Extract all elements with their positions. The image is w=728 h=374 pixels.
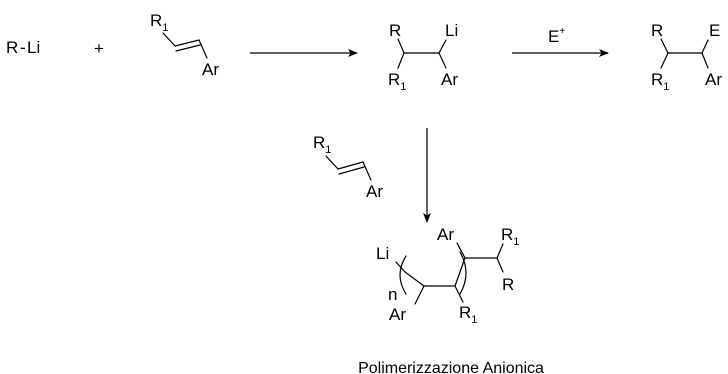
polymer-n: n	[388, 285, 397, 304]
monomer-double-bond-2	[338, 166, 365, 175]
polymer-bond-r-end	[496, 257, 504, 273]
adduct-bond-r	[397, 38, 405, 54]
propagation-monomer: R1 Ar	[313, 133, 383, 201]
monomer-bond-ar	[362, 161, 372, 181]
scheme-caption: Polimerizzazione Anionica	[358, 360, 544, 374]
organolithium-reagent: R - Li	[6, 38, 40, 57]
monomer-double-bond-1	[337, 161, 364, 170]
polymer-r1-bottom: R1	[459, 303, 477, 326]
quenched-product: R E R1 Ar	[651, 21, 722, 93]
product-r1: R1	[651, 70, 669, 93]
polymer-bond-3	[454, 257, 466, 287]
alkene-r1: R1	[150, 11, 168, 34]
product-e: E	[709, 21, 720, 40]
polymer-r-end: R	[502, 275, 514, 294]
adduct-li: Li	[445, 21, 458, 40]
product-ar: Ar	[705, 70, 722, 89]
polymer-bond-r1-bottom	[454, 285, 464, 303]
monomer-r1: R1	[313, 133, 331, 156]
monomer-ar: Ar	[366, 182, 383, 201]
lithiated-adduct: R Li R1 Ar	[388, 21, 458, 93]
reagent-dash: -	[20, 38, 26, 57]
monomer-bond-r1	[325, 155, 339, 170]
polymer-bond-ar-bottom	[414, 285, 425, 305]
adduct-r: R	[389, 21, 401, 40]
alkene-double-bond-1	[174, 39, 200, 47]
adduct-bond-ar	[438, 52, 447, 69]
reagent-r: R	[6, 38, 18, 57]
adduct-ar: Ar	[441, 70, 458, 89]
living-polymer: Li Ar n R1 Ar R1 R	[376, 225, 519, 326]
adduct-bond-r1	[397, 52, 405, 69]
alkene-bond-ar	[198, 39, 208, 59]
alkene-monomer: R1 Ar	[150, 11, 219, 79]
alkene-ar: Ar	[202, 60, 219, 79]
product-r: R	[651, 21, 663, 40]
product-bond-e	[701, 39, 709, 54]
product-bond-ar	[701, 52, 709, 69]
plus-sign: +	[94, 39, 104, 58]
polymer-ar-top: Ar	[437, 225, 454, 244]
adduct-bond-li	[438, 39, 447, 54]
electrophile-label: E+	[548, 26, 565, 46]
polymer-bond-ar-top	[456, 242, 466, 259]
polymer-bond-1	[404, 271, 425, 287]
polymer-ar-bottom: Ar	[389, 305, 406, 324]
product-bond-r	[660, 38, 669, 54]
alkene-bond-r1	[162, 32, 176, 47]
polymer-r1-top: R1	[501, 225, 519, 248]
polymer-bracket-left	[399, 255, 407, 295]
product-bond-r1	[660, 52, 669, 69]
reagent-li: Li	[27, 38, 40, 57]
polymer-li: Li	[376, 244, 389, 263]
polymer-bracket-right	[459, 251, 467, 295]
polymer-bond-r1-top	[496, 243, 504, 259]
adduct-r1: R1	[388, 70, 406, 93]
alkene-double-bond-2	[175, 44, 201, 52]
